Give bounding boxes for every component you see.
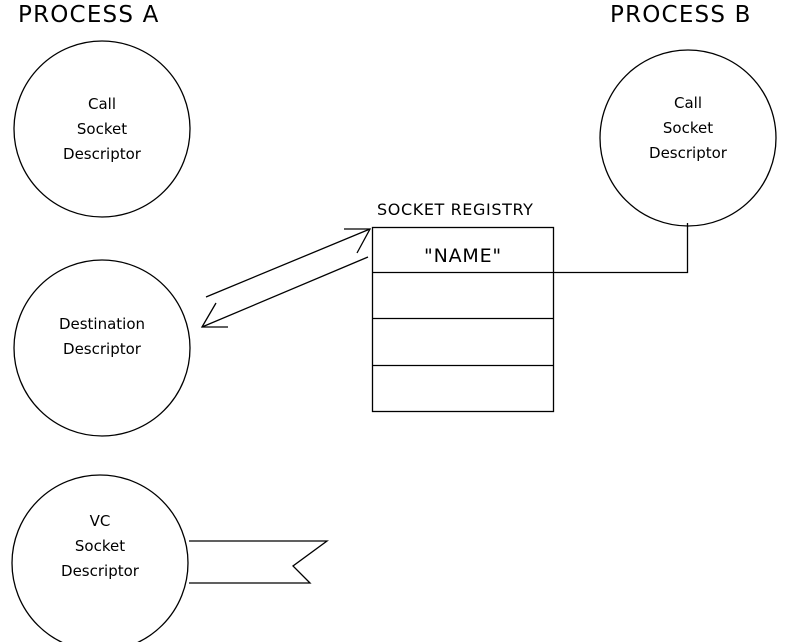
arrow-registry-to-destination-head xyxy=(200,302,228,328)
call-socket-a-line3: Descriptor xyxy=(63,145,142,163)
vc-socket-ribbon xyxy=(189,540,329,584)
node-vc-socket-descriptor[interactable]: VC Socket Descriptor xyxy=(11,474,189,642)
destination-descriptor-line1: Destination xyxy=(59,315,145,333)
registry-outer-border xyxy=(371,226,555,413)
connector-process-b-line xyxy=(553,223,689,274)
socket-registry-table[interactable]: "NAME" xyxy=(371,226,555,413)
process-a-title: PROCESS A xyxy=(18,2,160,28)
arrow-registry-to-destination-shaft xyxy=(201,256,369,328)
registry-row-1-value: "NAME" xyxy=(424,245,502,267)
arrow-registry-to-destination xyxy=(200,256,369,328)
socket-registry-title: SOCKET REGISTRY xyxy=(377,200,534,219)
vc-socket-line2: Socket xyxy=(75,537,125,555)
process-b-title: PROCESS B xyxy=(610,2,752,28)
arrow-destination-to-registry xyxy=(205,228,372,298)
call-socket-b-line3: Descriptor xyxy=(649,144,728,162)
connector-process-b-to-registry xyxy=(553,223,689,274)
destination-descriptor-circle xyxy=(13,259,191,437)
arrow-destination-to-registry-shaft xyxy=(205,228,371,298)
call-socket-a-line1: Call xyxy=(88,95,116,113)
call-socket-b-circle xyxy=(599,49,777,227)
call-socket-b-line2: Socket xyxy=(663,119,713,137)
node-destination-descriptor[interactable]: Destination Descriptor xyxy=(13,259,191,437)
call-socket-a-circle xyxy=(13,40,191,218)
vc-socket-circle xyxy=(11,474,189,642)
vc-socket-ribbon-outline xyxy=(189,540,329,584)
arrow-destination-to-registry-head xyxy=(344,228,372,254)
node-call-socket-descriptor-b[interactable]: Call Socket Descriptor xyxy=(599,49,777,227)
call-socket-a-line2: Socket xyxy=(77,120,127,138)
destination-descriptor-line2: Descriptor xyxy=(63,340,142,358)
vc-socket-line1: VC xyxy=(90,512,111,530)
vc-socket-line3: Descriptor xyxy=(61,562,140,580)
call-socket-b-line1: Call xyxy=(674,94,702,112)
node-call-socket-descriptor-a[interactable]: Call Socket Descriptor xyxy=(13,40,191,218)
